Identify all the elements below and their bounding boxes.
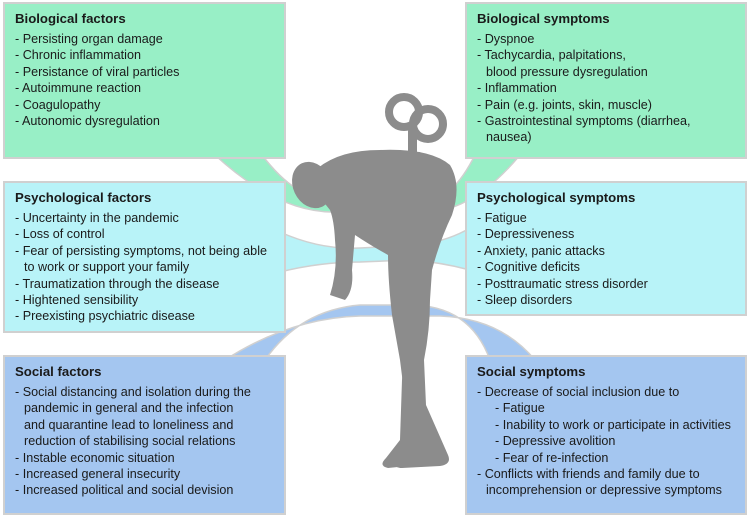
list-item: - Pain (e.g. joints, skin, muscle) <box>477 97 652 112</box>
list-item: pandemic in general and the infection <box>24 401 234 416</box>
list-item: - Posttraumatic stress disorder <box>477 276 648 291</box>
list-item: - Autonomic dysregulation <box>15 114 160 129</box>
list-item: reduction of stabilising social relation… <box>24 434 236 449</box>
list-item: - Chronic inflammation <box>15 48 141 63</box>
social-factors-box: Social factors - Social distancing and i… <box>3 355 286 515</box>
list-item: - Fatigue <box>495 401 545 416</box>
social-symptoms-box: Social symptoms - Decrease of social inc… <box>465 355 747 515</box>
psychological-factors-box: Psychological factors - Uncertainty in t… <box>3 181 286 333</box>
list-item: - Fear of persisting symptoms, not being… <box>15 243 267 258</box>
list-item: - Social distancing and isolation during… <box>15 385 251 399</box>
psychological-symptoms-box: Psychological symptoms - Fatigue - Depres… <box>465 181 747 316</box>
list-item: - Loss of control <box>15 227 105 242</box>
psychological-factors-list: - Uncertainty in the pandemic - Loss of c… <box>15 210 276 325</box>
list-item: - Decrease of social inclusion due to <box>477 385 680 399</box>
biological-factors-list: - Persisting organ damage - Chronic infla… <box>15 31 276 129</box>
biological-symptoms-list: - Dyspnoe - Tachycardia, palpitations,blo… <box>477 31 737 146</box>
list-item: blood pressure dysregulation <box>486 64 648 79</box>
psychological-factors-title: Psychological factors <box>15 190 152 205</box>
list-item: - Conflicts with friends and family due … <box>477 467 700 482</box>
list-item: - Depressive avolition <box>495 434 616 449</box>
psychological-symptoms-title: Psychological symptoms <box>477 190 636 205</box>
list-item: - Persisting organ damage <box>15 32 163 46</box>
social-symptoms-list: - Decrease of social inclusion due to - F… <box>477 384 737 499</box>
list-item: - Tachycardia, palpitations, <box>477 48 626 63</box>
list-item: - Instable economic situation <box>15 450 175 465</box>
list-item: - Persistance of viral particles <box>15 64 180 79</box>
list-item: nausea) <box>486 130 532 145</box>
list-item: - Fatigue <box>477 211 527 225</box>
biological-factors-box: Biological factors - Persisting organ da… <box>3 2 286 159</box>
list-item: - Dyspnoe <box>477 32 535 46</box>
list-item: - Gastrointestinal symptoms (diarrhea, <box>477 114 691 129</box>
list-item: - Fear of re-infection <box>495 450 609 465</box>
biological-symptoms-box: Biological symptoms - Dyspnoe - Tachycard… <box>465 2 747 159</box>
list-item: - Depressiveness <box>477 227 575 242</box>
list-item: incomprehension or depressive symptoms <box>486 483 722 498</box>
list-item: - Autoimmune reaction <box>15 81 141 96</box>
social-factors-list: - Social distancing and isolation during… <box>15 384 276 499</box>
list-item: - Sleep disorders <box>477 293 573 308</box>
list-item: to work or support your family <box>24 260 190 275</box>
list-item: - Preexisting psychiatric disease <box>15 309 195 324</box>
list-item: - Inability to work or participate in ac… <box>495 417 731 432</box>
list-item: - Uncertainty in the pandemic <box>15 211 179 225</box>
list-item: - Hightened sensibility <box>15 293 139 308</box>
list-item: - Increased general insecurity <box>15 467 181 482</box>
list-item: - Coagulopathy <box>15 97 101 112</box>
psychological-connector <box>279 226 471 273</box>
list-item: and quarantine lead to loneliness and <box>24 417 234 432</box>
social-factors-title: Social factors <box>15 364 102 379</box>
biological-factors-title: Biological factors <box>15 11 126 26</box>
list-item: - Inflammation <box>477 81 557 96</box>
psychological-symptoms-list: - Fatigue - Depressiveness- Anxiety, pani… <box>477 210 737 308</box>
list-item: - Anxiety, panic attacks <box>477 243 605 258</box>
social-symptoms-title: Social symptoms <box>477 364 586 379</box>
list-item: - Increased political and social devisio… <box>15 483 234 498</box>
biological-symptoms-title: Biological symptoms <box>477 11 610 26</box>
list-item: - Traumatization through the disease <box>15 276 220 291</box>
list-item: - Cognitive deficits <box>477 260 580 275</box>
